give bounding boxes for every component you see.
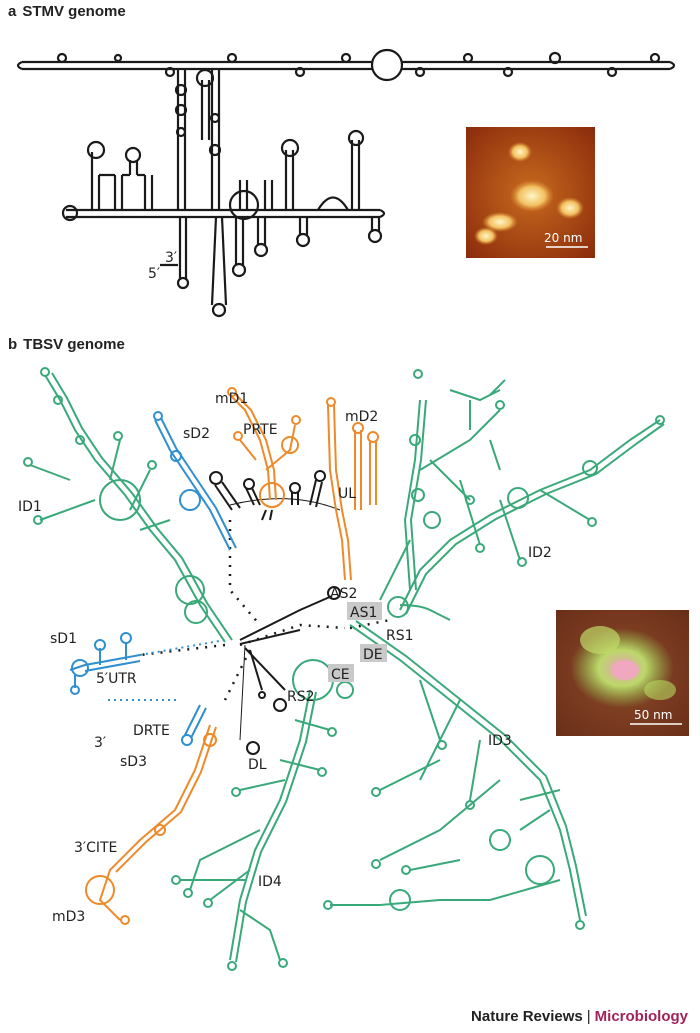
highlight-AS1 bbox=[347, 602, 382, 620]
label-AS2: AS2 bbox=[330, 586, 357, 602]
stmv-lower-hairpins bbox=[234, 217, 381, 265]
label-RS1: RS1 bbox=[386, 628, 414, 644]
domain-ID4 bbox=[229, 689, 317, 963]
tbsv-afm-image: 50 nm bbox=[556, 610, 689, 736]
domain-mD2 bbox=[327, 404, 352, 581]
domain-ID1 bbox=[44, 372, 233, 643]
stmv-upper-hairpin-loop bbox=[195, 68, 215, 88]
stmv-3prime-label: 3′ bbox=[165, 250, 177, 266]
journal-separator: | bbox=[586, 1008, 591, 1025]
label-3CITE: 3′CITE bbox=[74, 840, 117, 856]
stmv-top-bulges bbox=[56, 51, 661, 78]
label-3prime: 3′ bbox=[94, 735, 106, 751]
label-ID2: ID2 bbox=[528, 545, 552, 561]
stmv-left-cap bbox=[16, 60, 23, 71]
stmv-scale-bar-label: 20 nm bbox=[544, 231, 582, 245]
stmv-stem-bulges bbox=[174, 83, 222, 157]
highlight-DE bbox=[360, 644, 387, 662]
stmv-left-branch bbox=[90, 152, 124, 210]
journal-footer: Nature Reviews|Microbiology bbox=[471, 1008, 688, 1025]
label-mD2: mD2 bbox=[345, 409, 378, 425]
tbsv-scale-bar-label: 50 nm bbox=[634, 708, 672, 722]
panel-a-letter: a bbox=[8, 3, 17, 20]
label-DE: DE bbox=[363, 647, 383, 663]
stmv-right-cap bbox=[669, 60, 676, 71]
journal-subject: Microbiology bbox=[594, 1008, 688, 1025]
stmv-left-loop bbox=[61, 204, 79, 222]
stmv-big-loop bbox=[370, 48, 404, 82]
highlight-CE bbox=[328, 664, 354, 682]
label-RS2: RS2 bbox=[287, 689, 315, 705]
stmv-ends bbox=[178, 217, 188, 280]
panel-b-label: b TBSV genome bbox=[8, 336, 125, 353]
label-5UTR: 5′UTR bbox=[96, 671, 137, 687]
tbsv-core bbox=[209, 470, 341, 755]
tbsv-blue-dotted bbox=[108, 639, 226, 701]
label-sD2: sD2 bbox=[183, 426, 210, 442]
label-mD3: mD3 bbox=[52, 909, 85, 925]
domain-mD1 bbox=[229, 394, 277, 501]
label-ID1: ID1 bbox=[18, 499, 42, 515]
tbsv-green-domains bbox=[23, 367, 665, 971]
domain-sD3 bbox=[184, 704, 207, 739]
label-ID3: ID3 bbox=[488, 733, 512, 749]
stmv-horizontal-stem bbox=[66, 208, 380, 219]
tbsv-blue-domains bbox=[69, 411, 237, 746]
tbsv-orange-domains bbox=[85, 387, 379, 925]
stmv-structure bbox=[16, 48, 676, 318]
panel-b-letter: b bbox=[8, 336, 18, 353]
label-UL: UL bbox=[338, 486, 356, 502]
stmv-vertical-stem-1 bbox=[176, 69, 187, 210]
label-ID4: ID4 bbox=[258, 874, 282, 890]
label-DL: DL bbox=[248, 757, 267, 773]
label-mD1: mD1 bbox=[215, 391, 248, 407]
stmv-afm-image: 20 nm bbox=[466, 127, 595, 258]
panel-b-title: TBSV genome bbox=[23, 336, 125, 353]
stmv-vertical-stem-2 bbox=[210, 69, 221, 210]
stmv-top-stem bbox=[22, 60, 670, 71]
journal-name: Nature Reviews bbox=[471, 1008, 583, 1025]
domain-mD3 bbox=[98, 724, 217, 921]
tbsv-core-junction bbox=[239, 595, 333, 691]
label-DRTE: DRTE bbox=[133, 723, 170, 739]
label-PRTE: PRTE bbox=[243, 422, 278, 438]
stmv-horizontal-cap bbox=[379, 208, 386, 219]
stmv-5prime-label: 5′ bbox=[148, 266, 160, 282]
panel-a-title: STMV genome bbox=[22, 3, 126, 20]
tbsv-labels: mD1 PRTE sD2 mD2 UL ID1 ID2 AS2 AS1 RS1 … bbox=[18, 391, 552, 925]
domain-sD1 bbox=[69, 654, 141, 672]
label-CE: CE bbox=[331, 667, 350, 683]
panel-a-label: a STMV genome bbox=[8, 3, 126, 20]
label-sD1: sD1 bbox=[50, 631, 77, 647]
stmv-mid-hairpins bbox=[238, 180, 249, 210]
label-sD3: sD3 bbox=[120, 754, 147, 770]
tbsv-dotted-links bbox=[139, 520, 391, 701]
domain-ID2 bbox=[399, 419, 665, 615]
domain-sD2 bbox=[154, 417, 237, 551]
stmv-upper-hairpin bbox=[200, 80, 211, 140]
domain-ID3 bbox=[349, 620, 587, 921]
label-AS1: AS1 bbox=[350, 605, 377, 621]
